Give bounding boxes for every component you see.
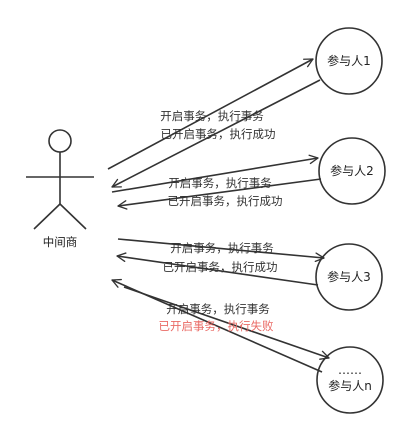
participant-label: 参与人2 [330, 163, 374, 178]
forward-label: 开启事务，执行事务 [168, 176, 272, 190]
broker-label: 中间商 [43, 235, 78, 249]
forward-label: 开启事务，执行事务 [160, 109, 264, 123]
forward-arrow [107, 58, 314, 170]
return-arrow [111, 278, 323, 373]
forward-label: 开启事务，执行事务 [166, 302, 270, 316]
edge-participant-2: 开启事务，执行事务 已开启事务，执行成功 [111, 154, 322, 210]
actor-head [48, 129, 72, 153]
return-label: 已开启事务，执行成功 [163, 260, 278, 274]
broker-actor: 中间商 [26, 129, 94, 249]
forward-arrow [117, 238, 325, 263]
edge-participant-n: 开启事务，执行事务 已开启事务，执行失败 [111, 278, 330, 373]
participant-ellipsis: …… [338, 363, 362, 377]
participant-label: 参与人n [328, 378, 372, 393]
return-arrow [116, 252, 319, 286]
forward-arrow [123, 286, 330, 360]
edge-participant-3: 开启事务，执行事务 已开启事务，执行成功 [116, 238, 325, 286]
edge-participant-1: 开启事务，执行事务 已开启事务，执行成功 [107, 58, 321, 188]
return-label-failure: 已开启事务，执行失败 [159, 319, 274, 333]
return-arrow [111, 79, 321, 188]
participant-label: 参与人3 [327, 269, 371, 284]
forward-label: 开启事务，执行事务 [170, 241, 274, 255]
participant-circle [316, 346, 384, 414]
actor-right-leg [59, 203, 87, 230]
participant-label: 参与人1 [327, 53, 371, 68]
participant-node-3: 参与人3 [315, 243, 383, 311]
return-arrow [117, 178, 322, 210]
participant-circle [315, 243, 383, 311]
forward-arrow [111, 154, 319, 193]
return-label: 已开启事务，执行成功 [168, 194, 283, 208]
participant-circle [318, 137, 386, 205]
participant-node-n: …… 参与人n [316, 346, 384, 414]
participant-circle [315, 27, 383, 95]
participant-node-2: 参与人2 [318, 137, 386, 205]
participant-node-1: 参与人1 [315, 27, 383, 95]
return-label: 已开启事务，执行成功 [161, 127, 276, 141]
actor-left-leg [33, 203, 61, 230]
